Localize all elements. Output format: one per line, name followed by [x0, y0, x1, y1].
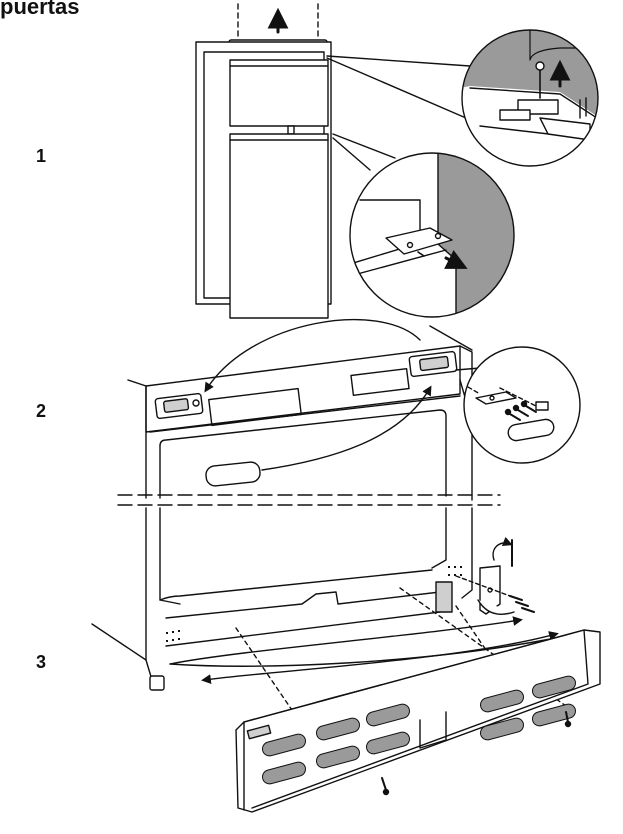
detail-top-hinge [461, 29, 599, 167]
step1-fridge [195, 3, 471, 319]
step-number-3: 3 [36, 652, 47, 672]
step-number-2: 2 [36, 401, 47, 421]
step2-door-panel [127, 318, 481, 501]
kick-plate [235, 629, 601, 813]
detail-handle-hardware [463, 346, 581, 464]
detail-middle-hinge [349, 152, 515, 318]
step-number-1: 1 [36, 146, 47, 166]
break-lines [117, 494, 501, 506]
page-title: puertas [0, 0, 80, 19]
